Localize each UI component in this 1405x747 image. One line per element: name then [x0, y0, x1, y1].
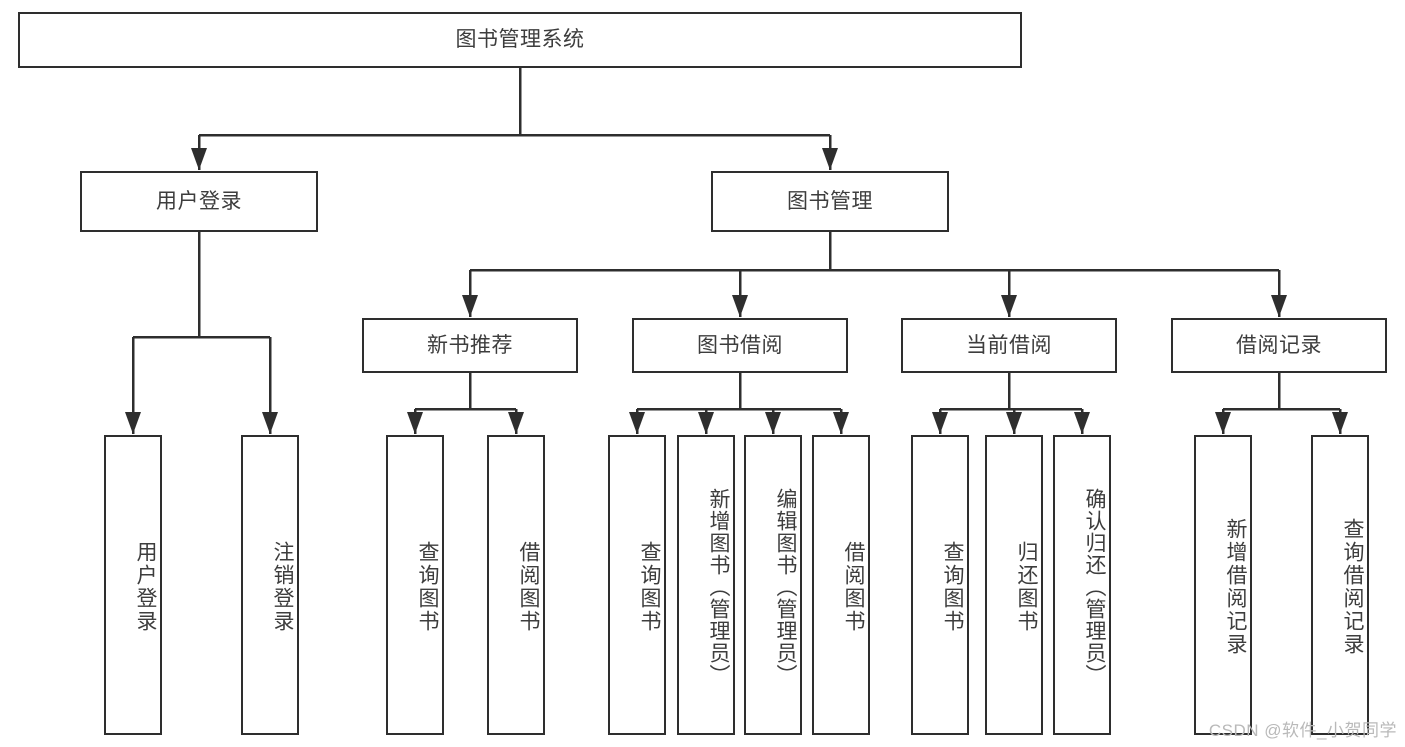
node-l5[interactable]: 查询图书 [608, 435, 666, 735]
node-label: 查询借阅记录 [1341, 518, 1364, 656]
node-label: 查询图书 [941, 541, 964, 633]
node-label: 查询图书 [638, 541, 661, 633]
node-label: 当前借阅 [966, 333, 1052, 357]
node-records[interactable]: 借阅记录 [1171, 318, 1387, 373]
node-current[interactable]: 当前借阅 [901, 318, 1117, 373]
node-label: 新增借阅记录 [1224, 518, 1247, 656]
node-l4[interactable]: 借阅图书 [487, 435, 545, 735]
node-borrow[interactable]: 图书借阅 [632, 318, 848, 373]
node-l13[interactable]: 查询借阅记录 [1311, 435, 1369, 735]
node-label: 归还图书 [1015, 541, 1038, 633]
node-l11[interactable]: 确认归还（管理员） [1053, 435, 1111, 735]
node-label: 借阅记录 [1236, 333, 1322, 357]
node-root[interactable]: 图书管理系统 [18, 12, 1022, 68]
node-bookmgmt[interactable]: 图书管理 [711, 171, 949, 232]
node-label: 图书管理 [787, 189, 873, 213]
node-label: 图书借阅 [697, 333, 783, 357]
node-label: 用户登录 [156, 189, 242, 213]
node-l1[interactable]: 用户登录 [104, 435, 162, 735]
node-label: 确认归还（管理员） [1083, 488, 1106, 686]
node-label: 新增图书（管理员） [707, 488, 730, 686]
node-l10[interactable]: 归还图书 [985, 435, 1043, 735]
node-label: 新书推荐 [427, 333, 513, 357]
node-label: 注销登录 [271, 541, 294, 633]
node-l3[interactable]: 查询图书 [386, 435, 444, 735]
node-label: 查询图书 [416, 541, 439, 633]
node-l6[interactable]: 新增图书（管理员） [677, 435, 735, 735]
node-l8[interactable]: 借阅图书 [812, 435, 870, 735]
node-label: 用户登录 [134, 541, 157, 633]
node-login[interactable]: 用户登录 [80, 171, 318, 232]
node-newbook[interactable]: 新书推荐 [362, 318, 578, 373]
watermark-label: CSDN @软件_小贺同学 [1208, 721, 1397, 740]
node-label: 借阅图书 [842, 541, 865, 633]
node-label: 图书管理系统 [455, 28, 585, 52]
node-l9[interactable]: 查询图书 [911, 435, 969, 735]
node-label: 借阅图书 [517, 541, 540, 633]
node-l2[interactable]: 注销登录 [241, 435, 299, 735]
node-l7[interactable]: 编辑图书（管理员） [744, 435, 802, 735]
node-label: 编辑图书（管理员） [774, 488, 797, 686]
node-l12[interactable]: 新增借阅记录 [1194, 435, 1252, 735]
